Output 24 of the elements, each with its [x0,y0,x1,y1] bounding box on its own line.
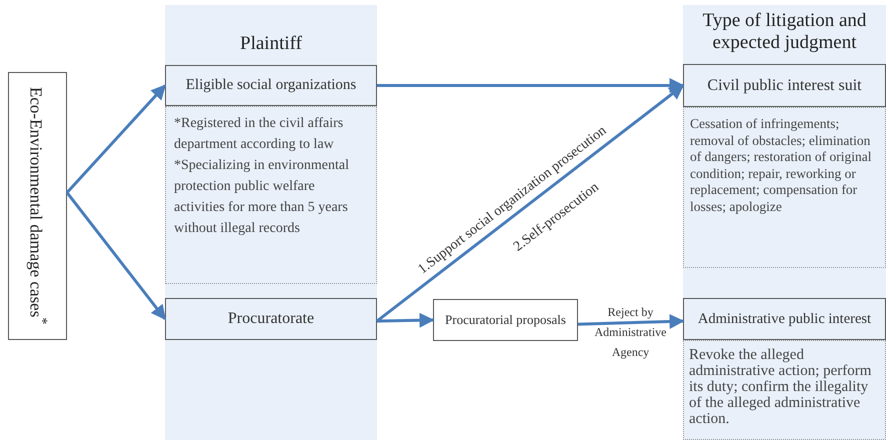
column-band [165,5,377,440]
arrow [376,84,684,322]
category-box: Eligible social organizations [165,65,377,106]
description-box [683,107,886,268]
category-box: Civil public interest suit [683,64,886,107]
category-box: Administrative public interest [683,298,886,340]
description-text: Cessation of infringements; removal of obstacles; elimination of dangers; restoration of original condition; repair, reworking or replacement; compensation for losses; apologize [690,116,872,215]
column-band [683,5,886,440]
process-box: Procuratorial proposals [433,299,578,341]
arrow [66,192,166,320]
arrow [578,314,684,329]
column-heading: Type of litigation and expected judgment [702,10,868,54]
arrow [66,84,166,194]
description-text: *Specializing in environmental protection public welfare activities for more than 5 years without illegal records [174,157,350,238]
description-box [165,106,377,284]
column-heading: Plaintiff [239,33,303,55]
edge-label: Reject by Administrative Agency [594,304,668,361]
arrow [377,78,684,93]
description-text: *Registered in the civil affairs department according to law [174,115,344,154]
description-box [683,340,886,440]
arrow [376,312,434,328]
case-box [8,72,67,340]
category-box: Procuratorate [165,298,377,340]
description-text: Revoke the alleged administrative action; perform its duty; confirm the illegality of the alleged administrative action. [689,347,872,427]
